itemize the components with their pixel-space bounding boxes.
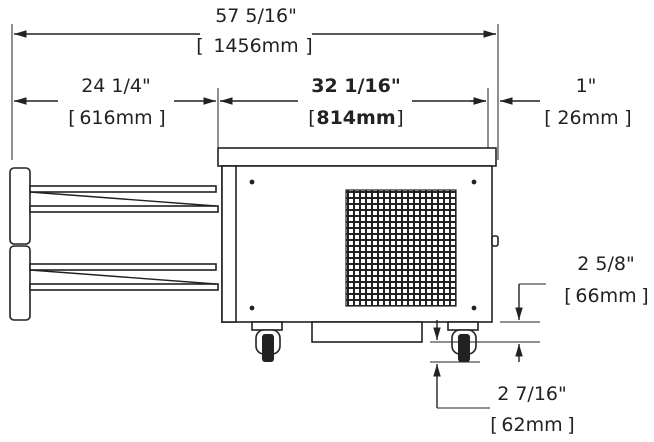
- offset-imperial-label: 1": [576, 75, 597, 97]
- offset-metric-label: 26mm: [557, 107, 618, 129]
- upper-drawer-top-rail: [29, 185, 217, 193]
- lower-drawer-top-rail: [29, 263, 217, 271]
- caster-left: [251, 321, 283, 362]
- screw-top-right: [471, 179, 477, 185]
- drawer-metric-label: 616mm: [79, 107, 152, 129]
- caster-right-mount: [447, 321, 479, 331]
- ventilation-grille: [345, 189, 457, 307]
- cabinet-bracket-left: [: [308, 107, 315, 129]
- overall-bracket-right: ]: [305, 35, 312, 57]
- drawer-bracket-left: [: [68, 107, 75, 129]
- cabinet-front-frame: [221, 165, 237, 323]
- clearance-metric-label: 66mm: [575, 285, 636, 307]
- screw-top-left: [249, 179, 255, 185]
- clearance-bracket-left: [: [564, 285, 571, 307]
- drawer-bracket-right: ]: [158, 107, 165, 129]
- clearance-bracket-right: ]: [641, 285, 648, 307]
- offset-bracket-left: [: [544, 107, 551, 129]
- caster-clearance-dimension: 2 5/8" 66mm [ ]: [430, 253, 649, 362]
- cabinet-bracket-right: ]: [396, 107, 403, 129]
- caster-right-tire: [458, 334, 470, 362]
- drawer-assembly: [9, 167, 219, 321]
- lower-drawer-slide: [29, 269, 217, 285]
- screw-bottom-left: [249, 305, 255, 311]
- base-drawer: [311, 321, 423, 343]
- screw-bottom-right: [471, 305, 477, 311]
- clearance-imperial-label: 2 5/8": [577, 253, 634, 275]
- caster-left-mount: [251, 321, 283, 331]
- bottom-bracket-right: ]: [567, 414, 574, 436]
- upper-drawer-front: [9, 167, 31, 245]
- caster-left-tire: [262, 334, 274, 362]
- offset-bracket-right: ]: [624, 107, 631, 129]
- lower-drawer-front: [9, 245, 31, 321]
- lower-drawer-bottom-rail: [29, 283, 219, 291]
- overall-imperial-label: 57 5/16": [215, 5, 297, 27]
- handle-offset-dimension: 1" 26mm [ ]: [470, 75, 632, 150]
- bottom-clearance-dimension: 2 7/16" 62mm [ ]: [430, 320, 575, 436]
- overall-bracket-left: [: [196, 35, 203, 57]
- drawer-extension-dimension: 24 1/4" 616mm [ ]: [14, 75, 219, 148]
- bottom-imperial-label: 2 7/16": [497, 383, 567, 405]
- cabinet-body: [217, 147, 499, 343]
- upper-drawer-bottom-rail: [29, 205, 219, 213]
- cabinet-metric-label: 814mm: [316, 107, 395, 129]
- cabinet-imperial-label: 32 1/16": [311, 75, 401, 97]
- overall-metric-label: 1456mm: [213, 35, 298, 57]
- bottom-metric-label: 62mm: [501, 414, 562, 436]
- cabinet-depth-dimension: 32 1/16" 814mm [ ]: [220, 75, 489, 150]
- drawer-imperial-label: 24 1/4": [81, 75, 151, 97]
- bottom-bracket-left: [: [490, 414, 497, 436]
- upper-drawer-slide: [29, 191, 217, 207]
- overall-dimension: 57 5/16" 1456mm [ ]: [11, 5, 499, 160]
- side-knob: [491, 235, 499, 247]
- cabinet-top: [217, 147, 497, 167]
